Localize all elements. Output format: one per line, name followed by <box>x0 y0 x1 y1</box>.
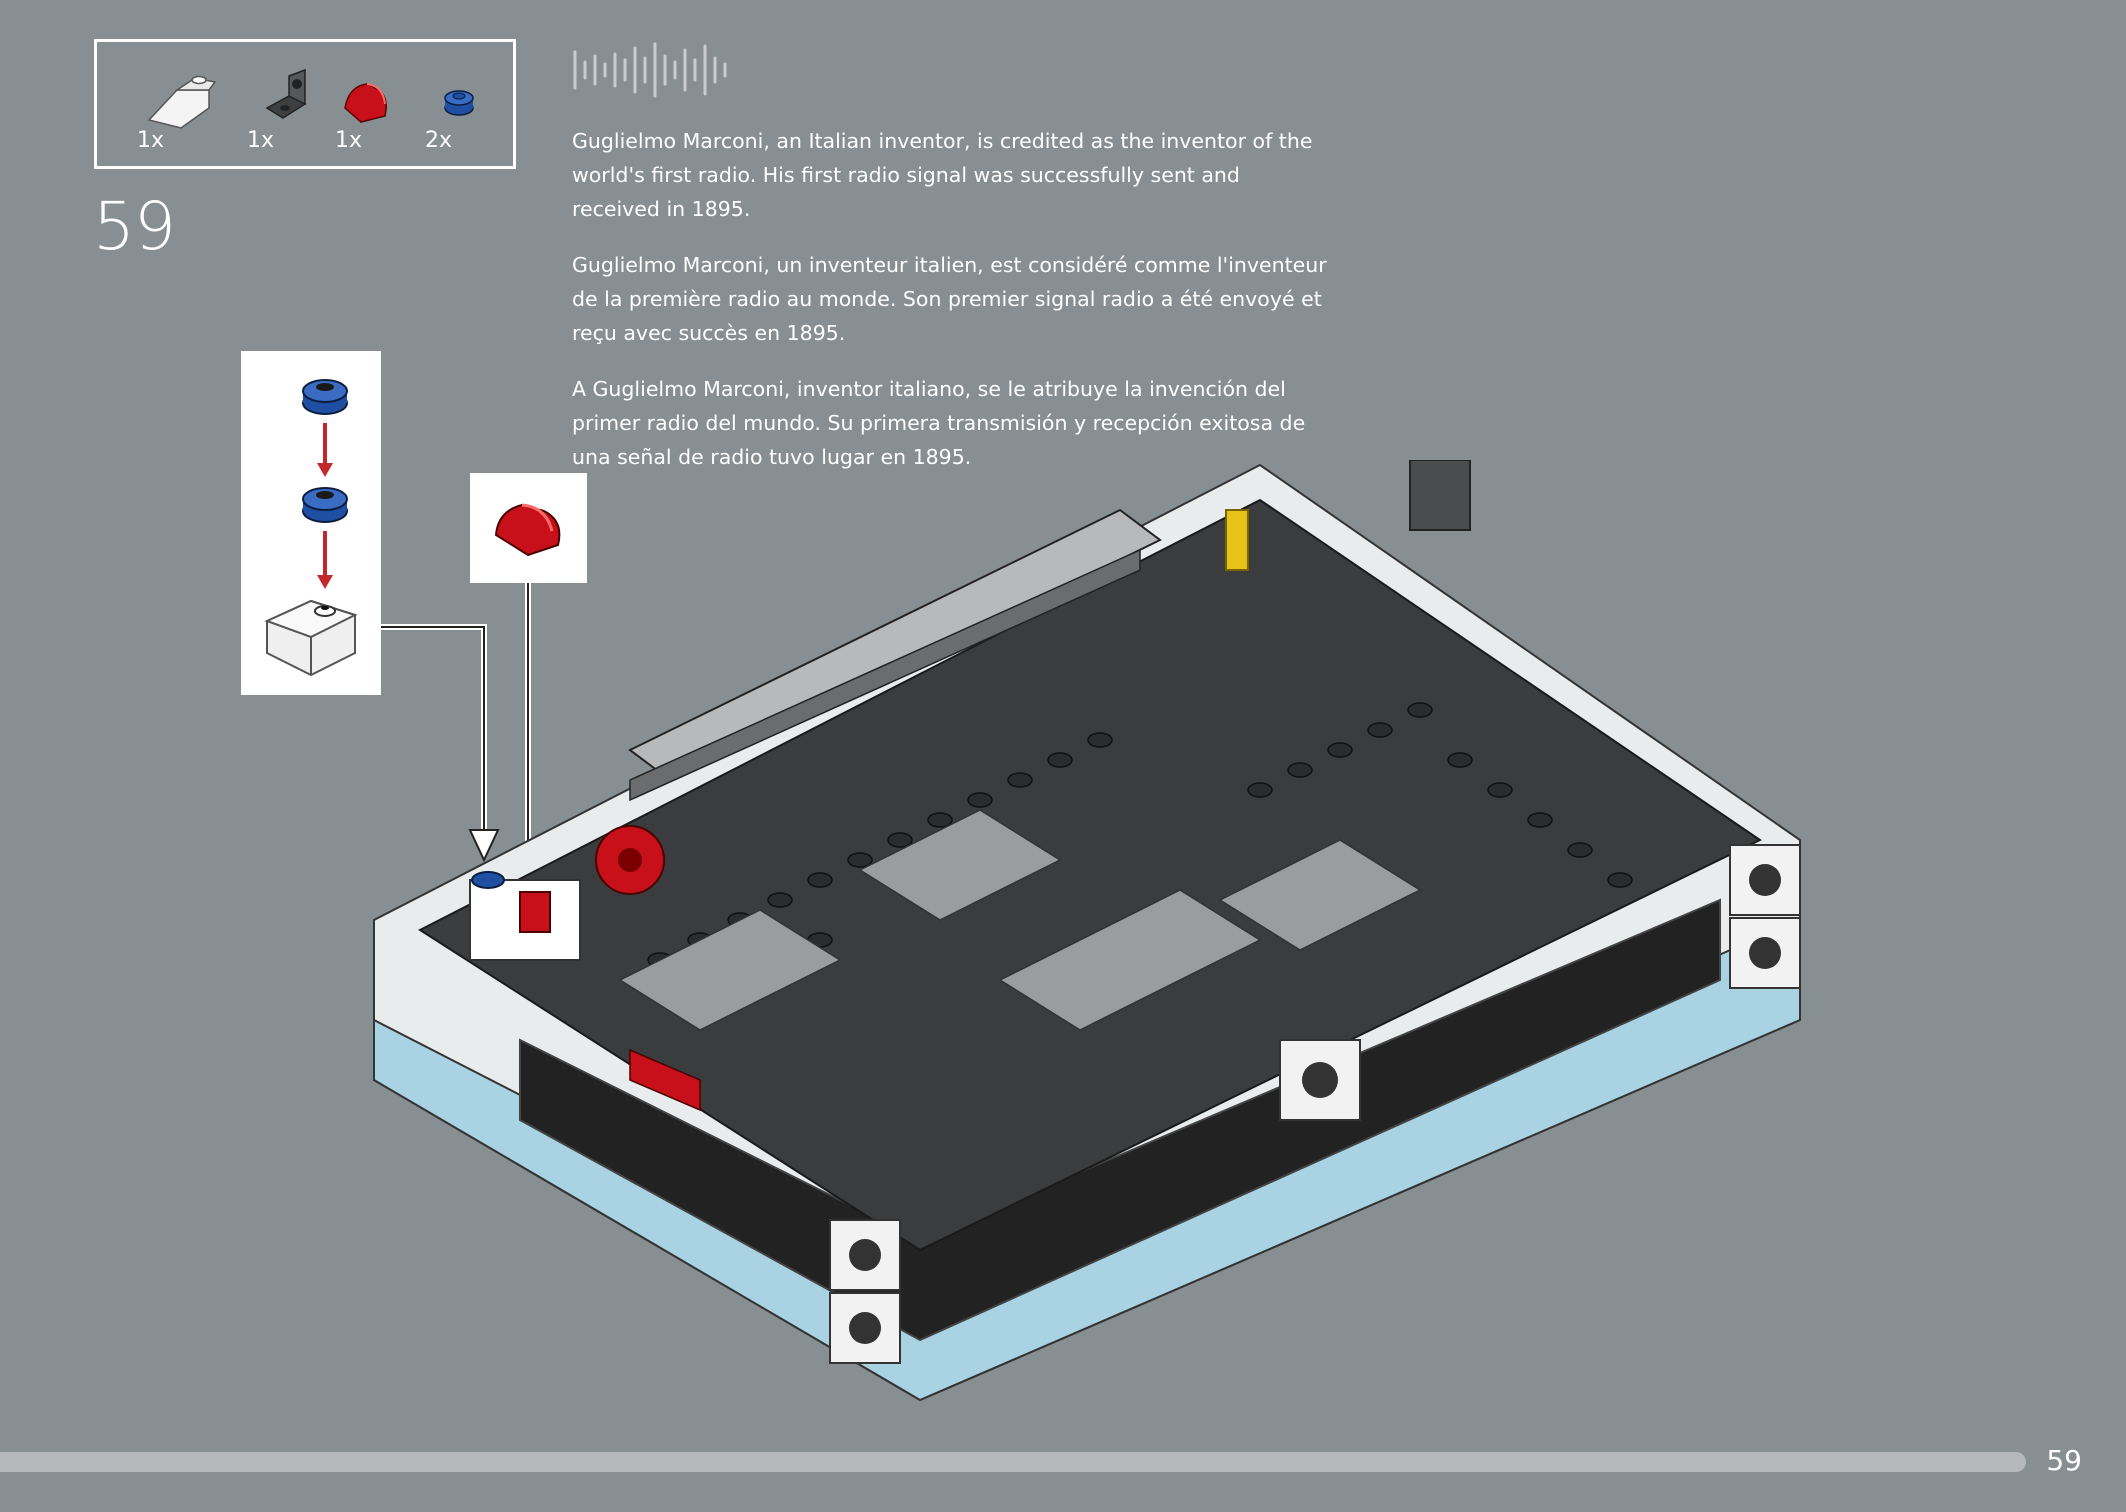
white-slope-brick-icon <box>147 75 217 129</box>
page-number: 59 <box>2046 1444 2082 1477</box>
red-curved-tile-icon <box>494 503 561 557</box>
step-number: 59 <box>93 188 176 265</box>
part-dark-bracket: 1x <box>247 42 337 172</box>
part-qty: 2x <box>425 128 453 153</box>
sub-assembly-blue-plates-illustration <box>264 379 358 677</box>
parts-list-box: 1x 1x 1x 2x <box>94 39 516 169</box>
part-qty: 1x <box>335 128 363 153</box>
paragraph-french: Guglielmo Marconi, un inventeur italien,… <box>572 253 1327 345</box>
model-illustration <box>373 460 1801 1402</box>
paragraph-english: Guglielmo Marconi, an Italian inventor, … <box>572 129 1313 221</box>
progress-bar <box>0 1452 2026 1472</box>
part-red-curved: 1x <box>335 42 425 172</box>
sound-wave-icon <box>573 42 727 98</box>
part-qty: 1x <box>247 128 275 153</box>
part-blue-round: 2x <box>425 42 515 172</box>
blue-round-plate-icon <box>444 90 474 116</box>
part-white-slope: 1x <box>137 42 227 172</box>
red-curved-tile-icon <box>344 83 387 123</box>
callout-blue-plates <box>241 351 381 695</box>
callout-red-tile <box>470 473 587 583</box>
paragraph-spanish: A Guglielmo Marconi, inventor italiano, … <box>572 377 1306 469</box>
part-qty: 1x <box>137 128 165 153</box>
dark-gray-bracket-icon <box>265 68 307 119</box>
description-text: Guglielmo Marconi, an Italian inventor, … <box>572 124 1332 496</box>
